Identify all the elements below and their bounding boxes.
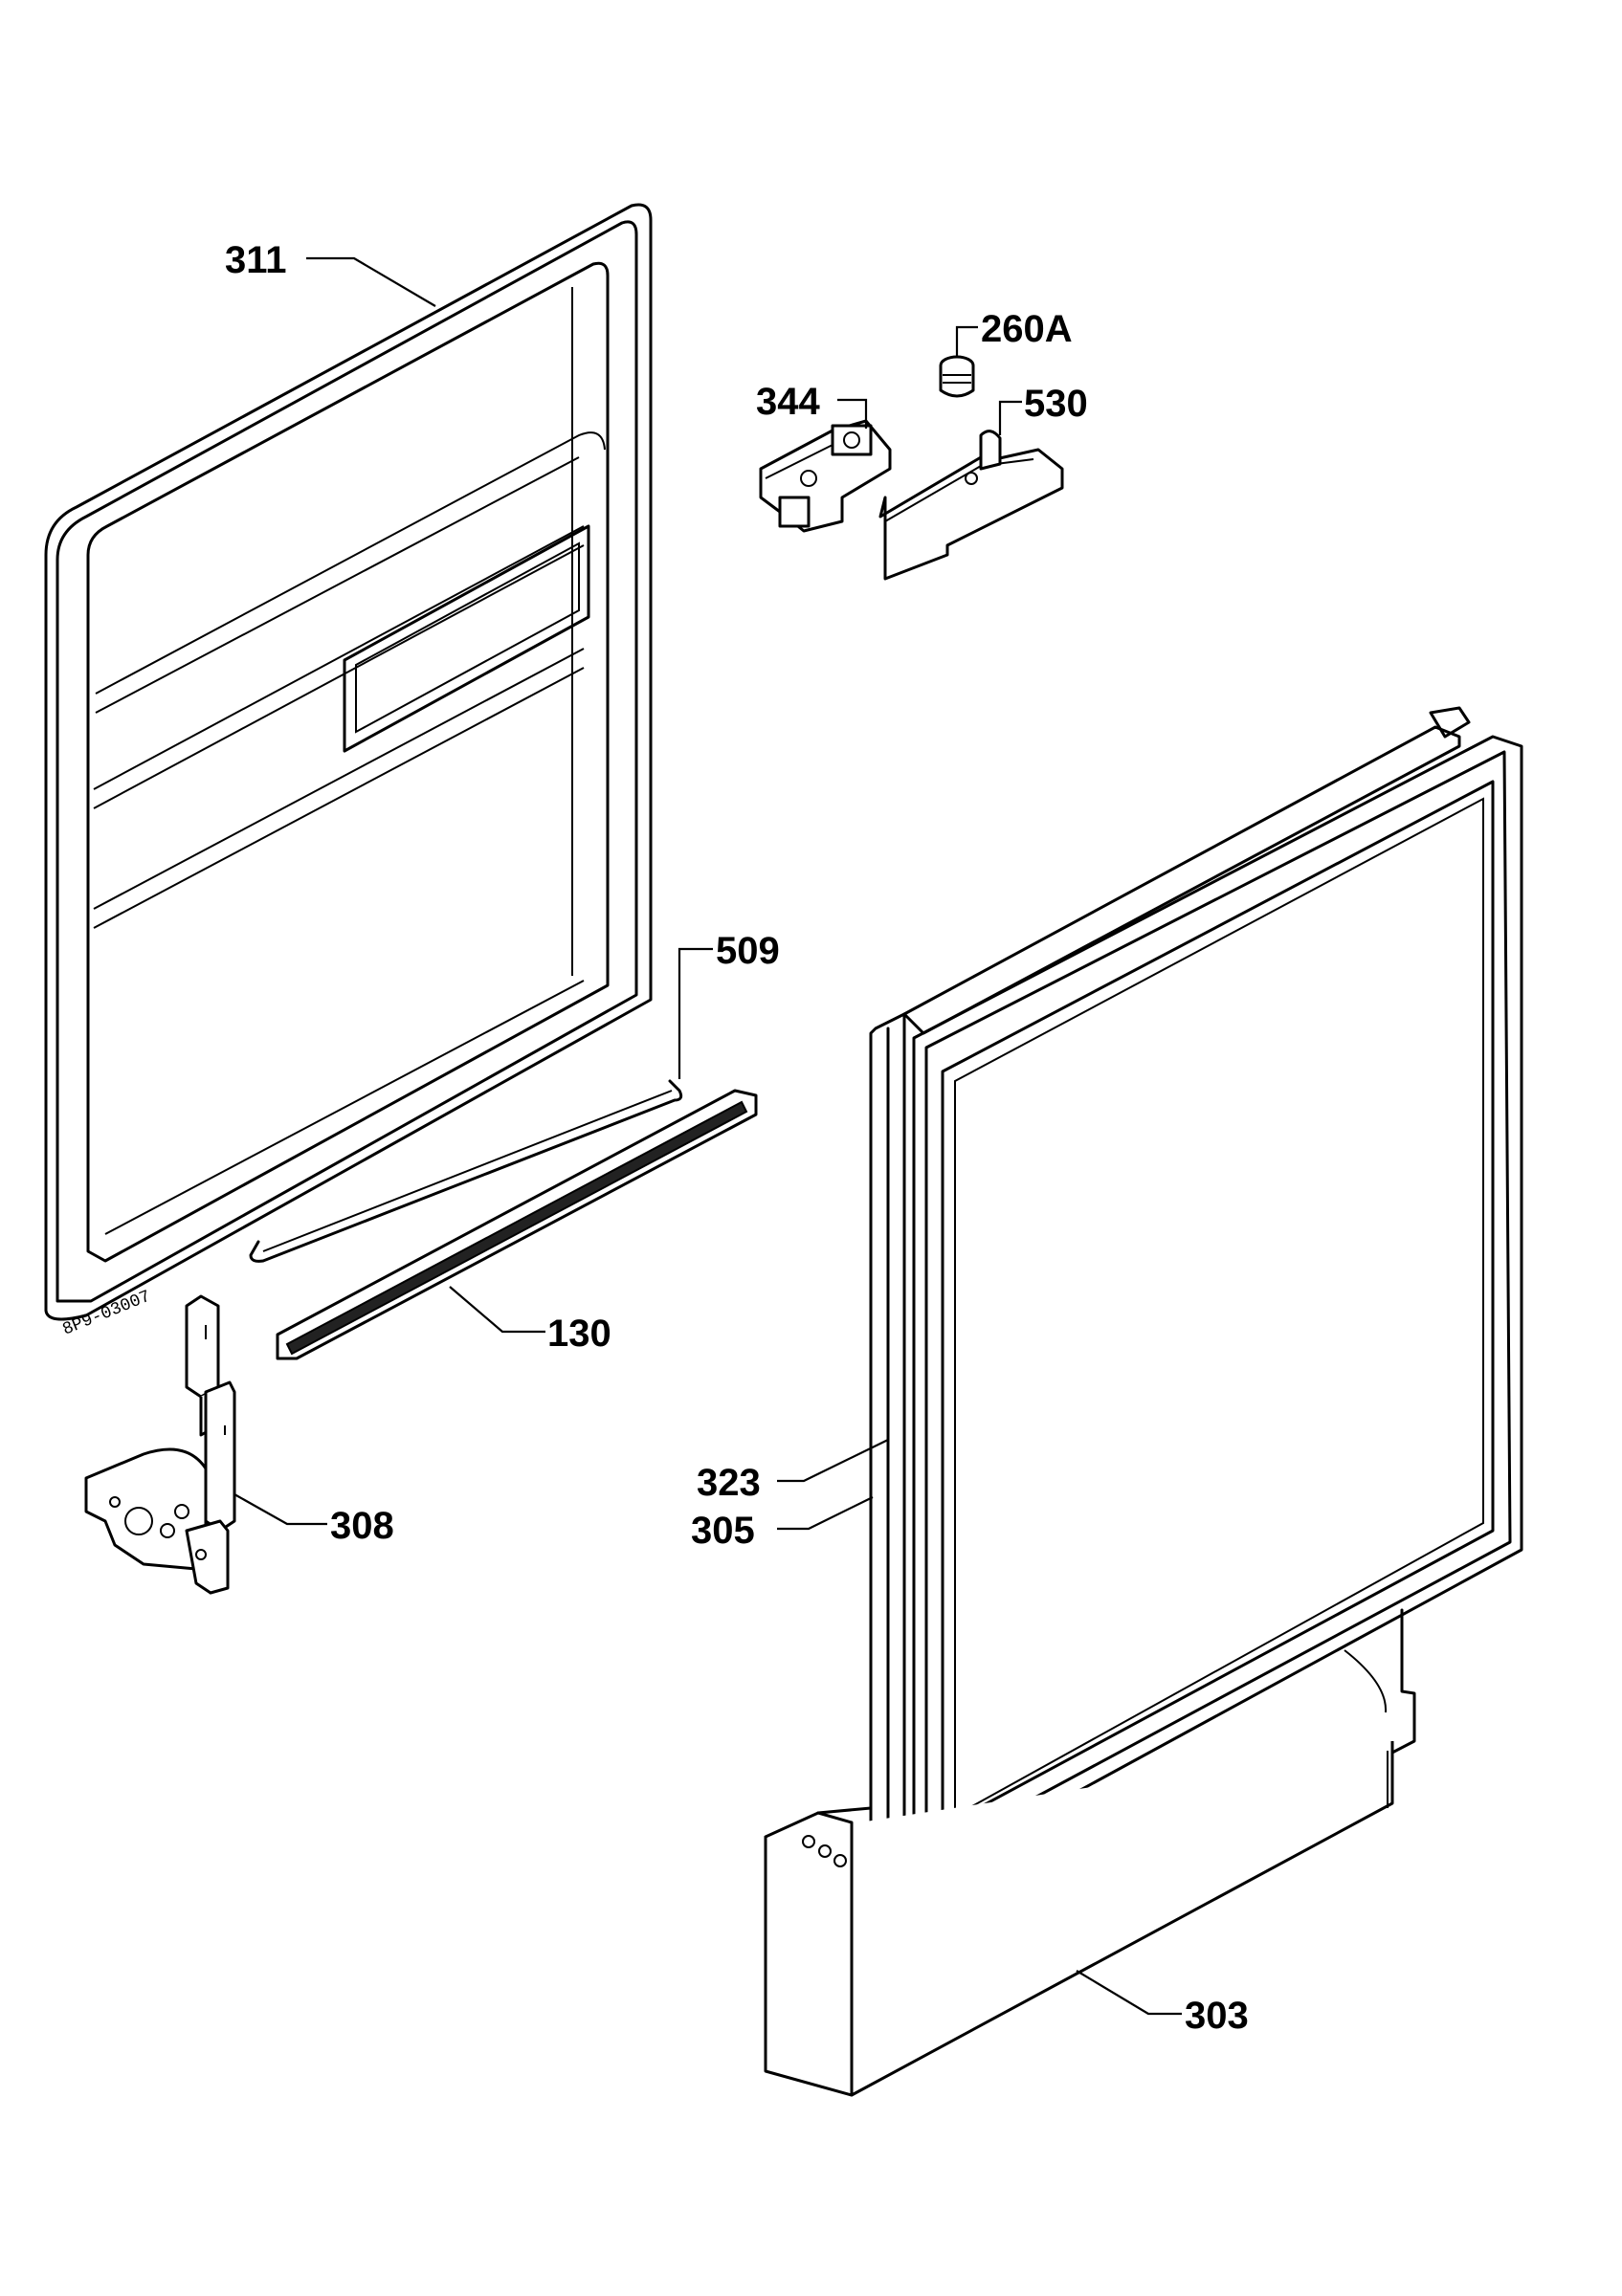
gasket-strip-130 — [276, 1089, 758, 1360]
leader-lines — [233, 256, 1182, 2016]
hinge-308 — [84, 1294, 236, 1595]
leader-308 — [233, 1493, 327, 1526]
leader-509 — [678, 947, 713, 1079]
callout-311: 311 — [225, 239, 287, 281]
callout-530: 530 — [1024, 383, 1088, 425]
bracket-530 — [878, 430, 1064, 581]
callout-303: 303 — [1185, 1995, 1249, 2037]
outer-door-frame-305 — [869, 706, 1523, 1872]
leader-323 — [777, 1439, 889, 1483]
leader-260A — [955, 325, 978, 356]
callout-305: 305 — [691, 1510, 755, 1552]
callout-308: 308 — [330, 1505, 394, 1547]
leader-530 — [998, 400, 1022, 435]
lock-block-344 — [759, 419, 892, 533]
leader-303 — [1076, 1970, 1182, 2016]
leader-344 — [837, 398, 868, 429]
callout-260A: 260A — [981, 308, 1073, 350]
cap-260A — [939, 355, 975, 398]
rod-509 — [249, 1079, 683, 1263]
callout-323: 323 — [697, 1462, 761, 1504]
callout-130: 130 — [547, 1313, 611, 1355]
leader-130 — [449, 1286, 545, 1334]
drawing-code: 8P9-03007 — [60, 1288, 154, 1340]
toe-board-303 — [764, 1608, 1416, 2097]
inner-door-panel-311 — [44, 203, 653, 1321]
leader-305 — [777, 1496, 874, 1531]
callout-344: 344 — [756, 381, 820, 423]
callout-labels: 311 260A 344 530 509 130 308 323 305 303 — [225, 239, 1249, 2037]
leader-311 — [306, 256, 436, 307]
callout-509: 509 — [716, 930, 780, 972]
